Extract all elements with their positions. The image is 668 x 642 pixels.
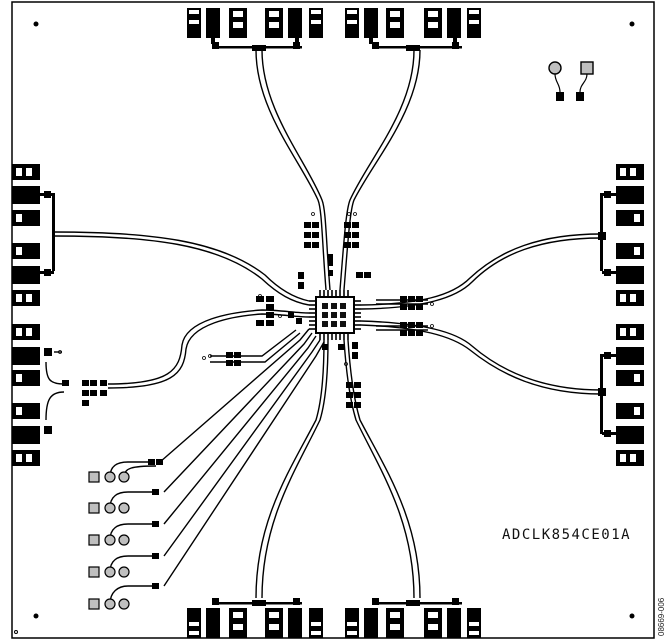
header-pins	[88, 471, 130, 610]
figure-id: 08669-006	[657, 597, 666, 636]
bottom-connectors	[187, 598, 481, 638]
mounting-dots	[33, 21, 635, 619]
vias	[58, 212, 434, 366]
board-label: ADCLK854CE01A	[502, 527, 631, 543]
power-terminals	[548, 61, 594, 101]
origin-mark	[14, 630, 18, 634]
top-connectors	[187, 8, 481, 51]
right-connectors	[598, 164, 644, 466]
ic-chip	[309, 290, 361, 340]
pcb-traces	[45, 49, 602, 605]
left-connectors	[12, 164, 55, 466]
board-outline	[11, 1, 655, 639]
passive-components	[44, 222, 423, 589]
